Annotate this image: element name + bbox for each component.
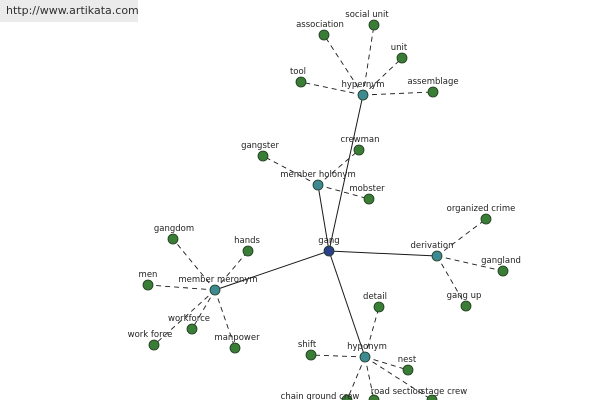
leaf-node-chain-ground-crew[interactable] xyxy=(341,394,353,400)
node-label-association[interactable]: association xyxy=(296,20,344,30)
edge-member-meronym-manpower xyxy=(214,289,236,349)
url-banner: http://www.artikata.com xyxy=(0,0,139,22)
leaf-node-gangster[interactable] xyxy=(257,150,269,162)
edge-member-meronym-gangdom xyxy=(172,238,216,291)
node-label-stage-crew[interactable]: stage crew xyxy=(421,387,468,397)
node-label-chain-ground-crew[interactable]: chain ground crew xyxy=(281,392,360,400)
leaf-node-gangdom[interactable] xyxy=(167,233,179,245)
leaf-node-unit[interactable] xyxy=(396,52,408,64)
leaf-node-mobster[interactable] xyxy=(363,193,375,205)
leaf-node-crewman[interactable] xyxy=(353,144,365,156)
node-label-gang-up[interactable]: gang up xyxy=(447,291,482,301)
edge-member-holonym-gangster xyxy=(262,155,319,186)
node-label-road-section[interactable]: road section xyxy=(371,387,423,397)
edge-hypernym-assemblage xyxy=(362,91,434,96)
leaf-node-gang-up[interactable] xyxy=(460,300,472,312)
edge-derivation-organized-crime xyxy=(436,218,487,257)
edge-member-meronym-men xyxy=(147,284,216,291)
node-label-hands[interactable]: hands xyxy=(234,236,260,246)
leaf-node-social-unit[interactable] xyxy=(368,19,380,31)
leaf-node-stage-crew[interactable] xyxy=(426,394,438,400)
node-label-work-force[interactable]: work force xyxy=(128,330,173,340)
leaf-node-organized-crime[interactable] xyxy=(480,213,492,225)
node-label-shift[interactable]: shift xyxy=(298,340,317,350)
node-label-derivation[interactable]: derivation xyxy=(410,241,453,251)
leaf-node-work-force[interactable] xyxy=(148,339,160,351)
edge-hyponym-chain-ground-crew xyxy=(346,356,366,400)
node-label-gang[interactable]: gang xyxy=(318,236,339,246)
leaf-node-gangland[interactable] xyxy=(497,265,509,277)
edge-hypernym-social-unit xyxy=(362,24,375,96)
edge-gang-hypernym xyxy=(328,94,364,252)
node-label-organized-crime[interactable]: organized crime xyxy=(447,204,516,214)
edge-hyponym-road-section xyxy=(364,356,375,400)
edge-member-meronym-workforce xyxy=(191,289,216,330)
edge-gang-hyponym xyxy=(328,250,366,358)
node-label-hypernym[interactable]: hypernym xyxy=(341,80,384,90)
node-label-gangdom[interactable]: gangdom xyxy=(154,224,194,234)
edge-hyponym-stage-crew xyxy=(364,356,433,400)
leaf-node-road-section[interactable] xyxy=(368,394,380,400)
relation-node-member-holonym[interactable] xyxy=(312,179,324,191)
relation-node-hyponym[interactable] xyxy=(359,351,371,363)
node-label-crewman[interactable]: crewman xyxy=(340,135,379,145)
edge-hypernym-tool xyxy=(300,81,364,96)
leaf-node-workforce[interactable] xyxy=(186,323,198,335)
leaf-node-manpower[interactable] xyxy=(229,342,241,354)
relation-node-hypernym[interactable] xyxy=(357,89,369,101)
node-label-manpower[interactable]: manpower xyxy=(214,333,260,343)
node-label-detail[interactable]: detail xyxy=(363,292,387,302)
leaf-node-nest[interactable] xyxy=(402,364,414,376)
node-label-member-holonym[interactable]: member holonym xyxy=(280,170,355,180)
edge-hypernym-association xyxy=(323,34,364,96)
leaf-node-association[interactable] xyxy=(318,29,330,41)
node-label-tool[interactable]: tool xyxy=(290,67,306,77)
node-label-mobster[interactable]: mobster xyxy=(349,184,385,194)
node-label-hyponym[interactable]: hyponym xyxy=(347,342,387,352)
leaf-node-hands[interactable] xyxy=(242,245,254,257)
node-label-gangster[interactable]: gangster xyxy=(241,141,279,151)
edge-member-meronym-work-force xyxy=(153,289,216,346)
edge-derivation-gangland xyxy=(436,255,504,272)
node-label-unit[interactable]: unit xyxy=(391,43,408,53)
node-label-social-unit[interactable]: social unit xyxy=(345,10,389,20)
relation-node-member-meronym[interactable] xyxy=(209,284,221,296)
center-node-gang[interactable] xyxy=(323,245,335,257)
leaf-node-assemblage[interactable] xyxy=(427,86,439,98)
node-label-assemblage[interactable]: assemblage xyxy=(407,77,458,87)
relation-node-derivation[interactable] xyxy=(431,250,443,262)
node-label-nest[interactable]: nest xyxy=(398,355,417,365)
edge-derivation-gang-up xyxy=(436,255,467,307)
edge-gang-member-holonym xyxy=(317,184,330,252)
node-label-workforce[interactable]: workforce xyxy=(168,314,210,324)
node-label-men[interactable]: men xyxy=(139,270,158,280)
edge-hyponym-shift xyxy=(310,354,366,358)
leaf-node-tool[interactable] xyxy=(295,76,307,88)
node-label-gangland[interactable]: gangland xyxy=(481,256,521,266)
url-text[interactable]: http://www.artikata.com xyxy=(6,4,139,17)
leaf-node-shift[interactable] xyxy=(305,349,317,361)
edge-gang-derivation xyxy=(328,250,438,257)
leaf-node-detail[interactable] xyxy=(373,301,385,313)
edge-hyponym-nest xyxy=(364,356,409,371)
edge-gang-member-meronym xyxy=(214,250,330,291)
leaf-node-men[interactable] xyxy=(142,279,154,291)
node-label-member-meronym[interactable]: member meronym xyxy=(178,275,257,285)
